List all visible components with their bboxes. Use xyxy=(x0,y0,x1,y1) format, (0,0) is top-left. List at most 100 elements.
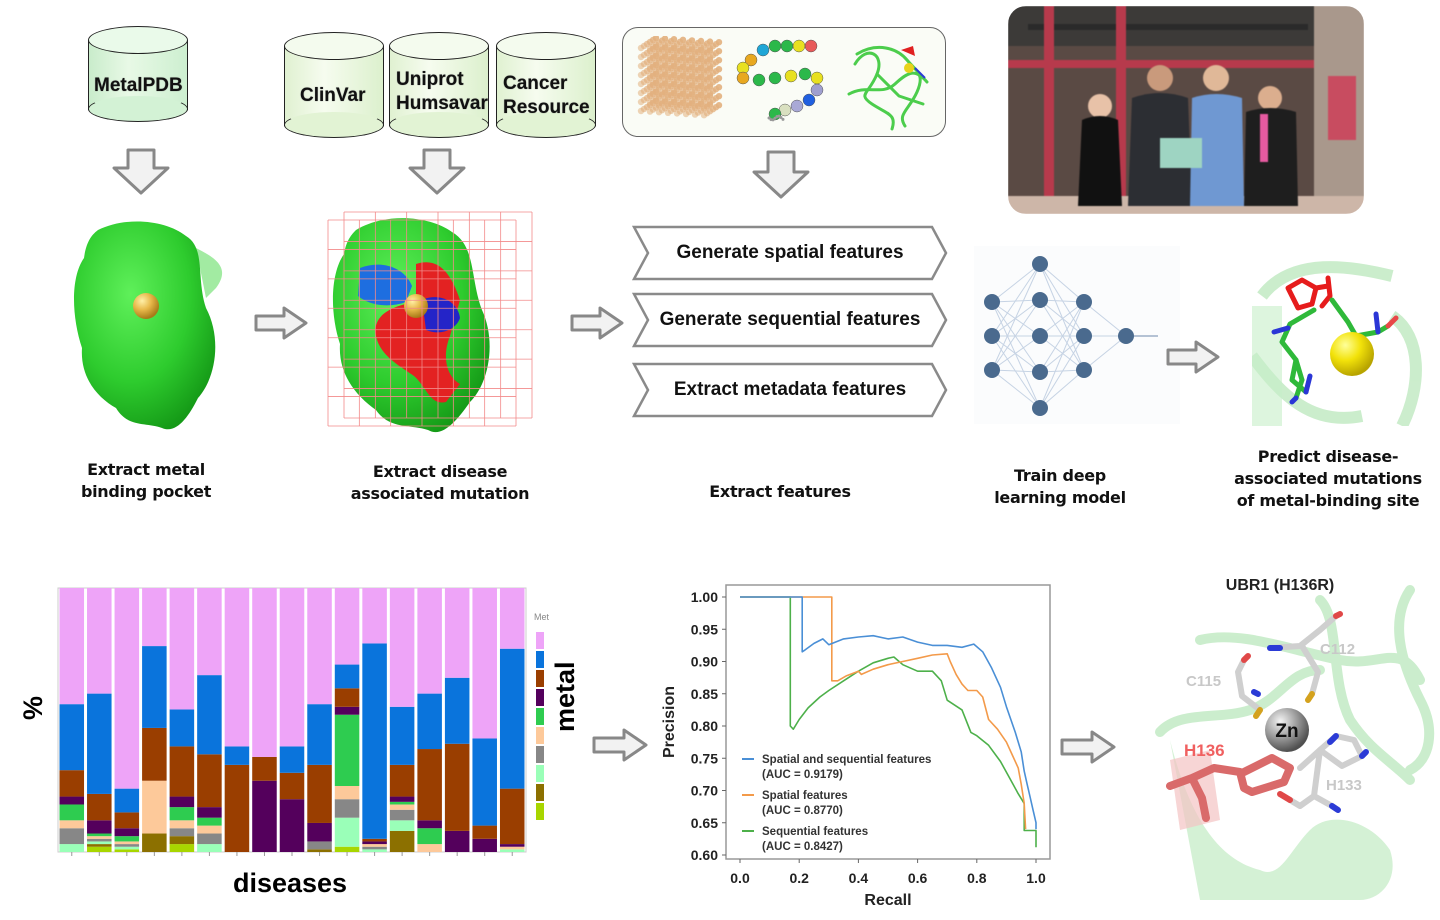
disease-bar xyxy=(197,588,222,852)
x-tick-label: 0.0 xyxy=(730,870,750,886)
nn-edge xyxy=(991,301,1041,337)
bar-segment xyxy=(169,709,195,747)
voxel-dot xyxy=(661,71,669,78)
nn-edge xyxy=(991,335,1041,371)
bar-segment xyxy=(142,646,167,728)
bar-segment xyxy=(279,746,305,773)
bar-segment xyxy=(472,825,497,839)
bar-segment xyxy=(197,825,222,834)
voxel-dot xyxy=(688,73,696,80)
nn-edge xyxy=(1083,335,1127,371)
voxel-dot xyxy=(715,93,723,100)
sequence-tail-dot xyxy=(767,116,771,120)
voxel-dot xyxy=(688,37,696,44)
caption-line: learning model xyxy=(994,488,1126,507)
nn-node xyxy=(984,362,1000,378)
sequence-bead xyxy=(804,39,818,53)
bar-segment xyxy=(87,846,112,852)
bar-segment xyxy=(389,820,415,831)
uniprot-label: Uniprot xyxy=(396,69,464,90)
nn-edge xyxy=(991,299,1041,371)
voxel-dot xyxy=(652,43,660,51)
nn-edge xyxy=(1039,301,1085,337)
bar-segment xyxy=(307,764,332,823)
caption-line: associated mutation xyxy=(350,484,530,503)
metalpdb-label: MetalPDB xyxy=(94,75,183,96)
y-tick-label: 0.75 xyxy=(691,750,718,766)
bar-segment xyxy=(307,704,332,765)
bar-segment xyxy=(334,664,360,689)
y-tick-label: 1.00 xyxy=(691,589,718,605)
bar-segment xyxy=(499,788,525,845)
y-tick-label: 0.90 xyxy=(691,654,718,670)
bar-segment xyxy=(169,796,195,808)
metal-ion xyxy=(404,294,428,318)
x-tick-label: 0.2 xyxy=(789,870,809,886)
voxel-dot xyxy=(715,39,723,46)
nn-edge xyxy=(1039,263,1085,337)
bar-segment xyxy=(307,588,332,705)
uniprot-humsavar-database: Uniprot Humsavar xyxy=(389,32,489,138)
bar-segment xyxy=(169,807,195,821)
bar-segment xyxy=(169,746,195,797)
bar-segment xyxy=(224,764,250,852)
y-tick-label: 0.70 xyxy=(691,783,718,799)
nn-edge xyxy=(991,299,1041,303)
sequence-bead xyxy=(768,39,782,53)
voxel-dot xyxy=(661,62,669,69)
bar-segment xyxy=(279,772,305,800)
disease-bar xyxy=(224,588,250,852)
nn-edge xyxy=(991,335,1041,373)
x-tick-label: 1.0 xyxy=(1026,870,1046,886)
caption-line: Extract metal xyxy=(87,460,205,479)
plot-area xyxy=(725,584,1051,860)
bar-segment xyxy=(389,809,415,821)
bar-segment xyxy=(389,706,415,765)
bar-segment xyxy=(169,820,195,829)
voxel-dot xyxy=(688,64,696,71)
metalpdb-database: MetalPDB xyxy=(88,26,188,122)
nn-edge xyxy=(991,369,1041,409)
sequence-bead xyxy=(780,39,794,53)
voxel-dot xyxy=(661,98,669,105)
bar-segment xyxy=(87,841,112,845)
bar-segment xyxy=(87,833,112,837)
structure-title: UBR1 (H136R) xyxy=(1226,577,1334,594)
caption-line: Extract features xyxy=(709,482,851,501)
voxel-dot xyxy=(688,91,696,98)
legend-swatch xyxy=(536,765,544,782)
voxel-dot xyxy=(697,46,705,54)
bar-segment xyxy=(279,588,305,747)
disease-bar xyxy=(169,588,195,852)
series-line xyxy=(740,596,1037,830)
voxel-dot xyxy=(697,82,705,90)
voxel-dot xyxy=(706,74,714,81)
nn-node xyxy=(1032,256,1048,272)
disease-bar xyxy=(389,588,415,852)
legend-swatch xyxy=(536,727,544,744)
sequence-bead xyxy=(768,71,782,85)
caption-predict-mutations: Predict disease- associated mutations of… xyxy=(1226,446,1430,512)
nn-edge xyxy=(991,263,1041,371)
bar-segment xyxy=(417,588,442,694)
metal-binding-pocket-surface xyxy=(74,221,223,430)
bar-segment xyxy=(197,807,222,818)
bar-segment xyxy=(444,743,470,831)
nn-edge xyxy=(991,301,1041,409)
voxel-dot xyxy=(679,81,687,88)
disease-bar xyxy=(252,588,277,852)
bar-segment xyxy=(197,817,222,826)
caption-line: binding pocket xyxy=(80,482,212,501)
nn-node xyxy=(1076,362,1092,378)
bar-segment xyxy=(197,675,222,755)
bar-segment xyxy=(59,588,85,705)
voxel-dot xyxy=(715,84,723,91)
legend-swatch xyxy=(536,746,544,763)
bar-segment xyxy=(224,588,250,747)
y-tick-label: 0.80 xyxy=(691,718,718,734)
person-4 xyxy=(1244,86,1298,206)
bar-segment xyxy=(114,788,140,813)
disease-bar xyxy=(307,588,332,852)
